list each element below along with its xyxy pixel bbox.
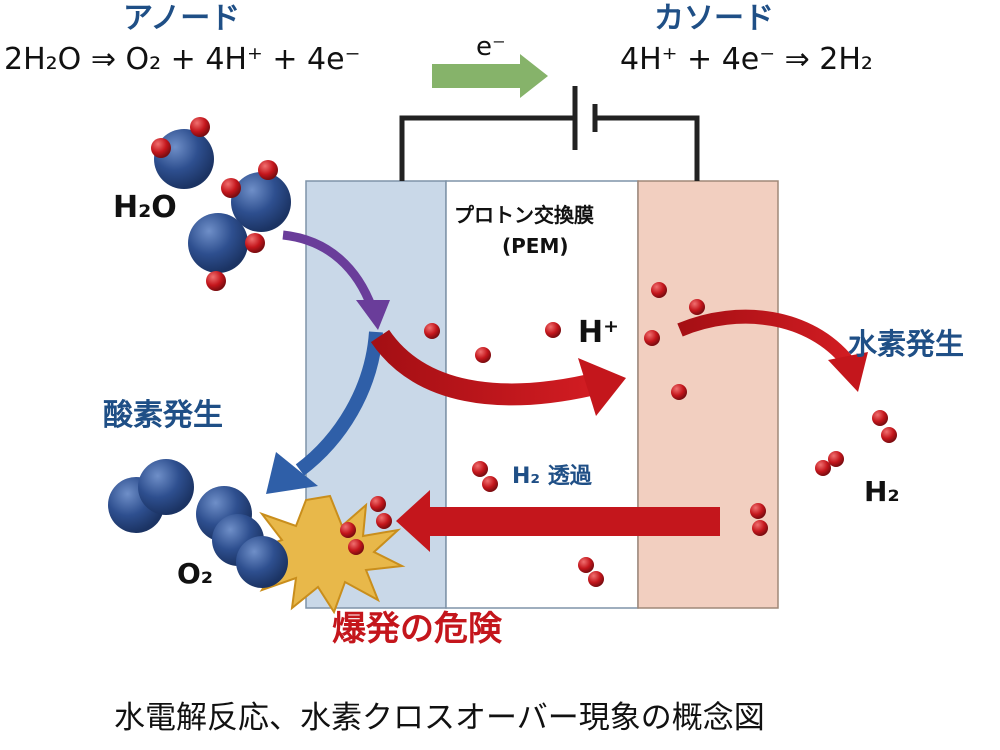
hydrogen-generation-label: 水素発生 <box>848 327 965 361</box>
explosion-burst <box>244 494 406 615</box>
oxygen-outflow-arrowhead <box>266 452 318 494</box>
hydrogen-outflow-arrowhead <box>828 352 868 392</box>
hydrogen-label: H₂ <box>864 475 900 508</box>
electron-label: e⁻ <box>476 32 506 62</box>
crossover-hydrogen-molecules <box>340 496 392 555</box>
water-label: H₂O <box>113 190 177 225</box>
electron-flow-arrow <box>432 54 548 98</box>
proton-label: H⁺ <box>578 315 619 350</box>
water-molecules <box>151 117 291 291</box>
crossover-label: H₂ 透過 <box>512 464 592 489</box>
oxygen-label: O₂ <box>177 557 214 590</box>
figure-caption: 水電解反応、水素クロスオーバー現象の概念図 <box>114 700 765 736</box>
hydrogen-outflow-arrow <box>677 309 854 367</box>
pem-abbr: (PEM) <box>502 234 569 258</box>
explosion-danger-label: 爆発の危険 <box>332 609 502 649</box>
circuit-wire <box>399 115 700 181</box>
pem-name: プロトン交換膜 <box>454 203 594 227</box>
anode-equation: 2H₂O ⇒ O₂ + 4H⁺ + 4e⁻ <box>4 42 361 77</box>
proton-flow-arrowhead <box>578 358 626 416</box>
proton-flow-arrow <box>370 329 593 406</box>
cathode-title: カソード <box>654 1 774 36</box>
cathode-region <box>637 180 779 609</box>
oxygen-generation-label: 酸素発生 <box>103 398 223 433</box>
proton-atoms <box>424 282 705 400</box>
h2-crossover-arrow <box>396 490 720 552</box>
cathode-equation: 4H⁺ + 4e⁻ ⇒ 2H₂ <box>620 42 873 77</box>
water-inflow-arrowhead <box>356 300 390 330</box>
hydrogen-molecules <box>472 410 897 587</box>
anode-title: アノード <box>123 1 241 36</box>
water-inflow-arrow <box>282 230 377 310</box>
oxygen-molecules <box>108 459 288 588</box>
oxygen-outflow-arrow <box>295 331 383 476</box>
